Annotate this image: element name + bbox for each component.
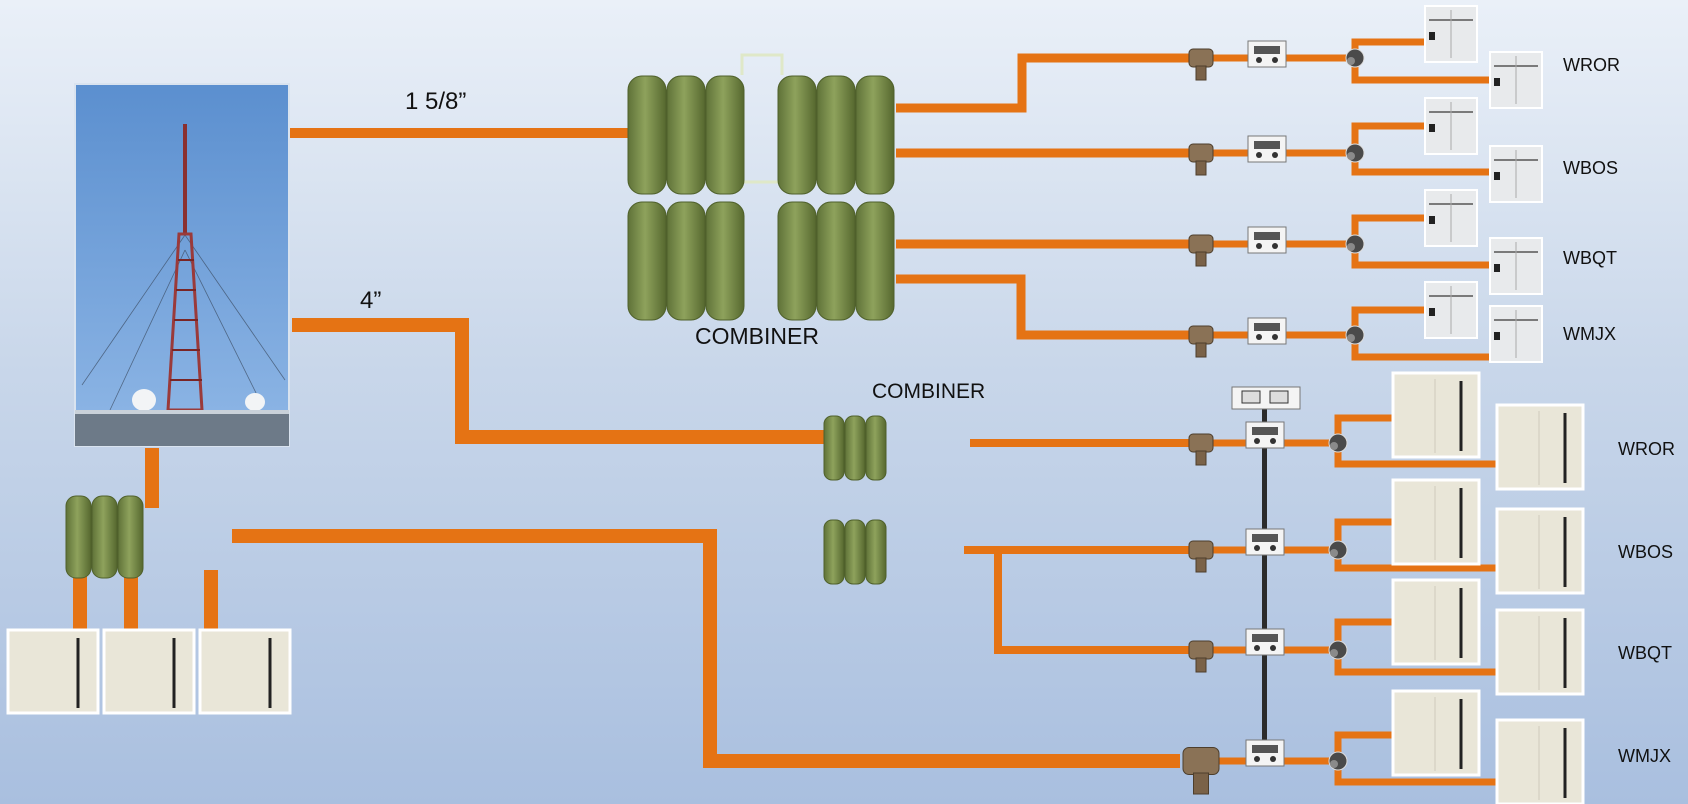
coax-tee-icon bbox=[1189, 541, 1213, 572]
coax-switch-icon bbox=[1329, 752, 1347, 770]
transmitter-cabinet-icon bbox=[1497, 405, 1583, 489]
can-bank-bottom-left bbox=[628, 202, 744, 320]
transmitter-cabinet-icon bbox=[1393, 580, 1479, 664]
coax-tee-icon bbox=[1189, 326, 1213, 357]
coax-tee-icon bbox=[1189, 144, 1213, 175]
transmitter-cabinet-icon bbox=[1393, 480, 1479, 564]
upper-combiner bbox=[628, 55, 894, 320]
coax-switch-icon bbox=[1346, 49, 1364, 67]
coax-switch-icon bbox=[1329, 541, 1347, 559]
coax-switch-icon bbox=[1346, 235, 1364, 253]
transmitter-cabinet-icon bbox=[1490, 146, 1542, 202]
station-label-upper-4: WMJX bbox=[1563, 324, 1616, 345]
station-label-upper-1: WROR bbox=[1563, 55, 1620, 76]
station-label-lower-1: WROR bbox=[1618, 439, 1675, 460]
coax-switch-icon bbox=[1329, 434, 1347, 452]
tower-photo bbox=[75, 84, 289, 446]
cable-label-4in: 4” bbox=[360, 287, 381, 315]
transmitter-cabinet-icon bbox=[1425, 98, 1477, 154]
coax-up-1 bbox=[896, 58, 1195, 108]
station-label-upper-2: WBOS bbox=[1563, 158, 1618, 179]
transmitter-cabinet-icon bbox=[8, 630, 98, 713]
transmitter-cabinet-icon bbox=[1497, 509, 1583, 593]
transmitter-cabinet-icon bbox=[1425, 282, 1477, 338]
transmitter-cabinet-icon bbox=[1393, 373, 1479, 457]
rf-wattmeter-icon bbox=[1232, 387, 1300, 409]
transmitter-cabinet-icon bbox=[1490, 52, 1542, 108]
transmitter-cabinet-icon bbox=[1497, 720, 1583, 804]
monitor-bus bbox=[1262, 400, 1267, 765]
coax-tee-icon bbox=[1189, 641, 1213, 672]
rf-wattmeter-icon bbox=[1248, 227, 1286, 253]
station-label-lower-2: WBOS bbox=[1618, 542, 1673, 563]
transmitter-cabinet-icon bbox=[1490, 238, 1542, 294]
coax-tee-icon bbox=[1189, 235, 1213, 266]
rf-wattmeter-icon bbox=[1246, 529, 1284, 555]
transmitter-cabinet-icon bbox=[1497, 610, 1583, 694]
can-bank-top-left bbox=[628, 76, 744, 194]
rf-wattmeter-icon bbox=[1248, 41, 1286, 67]
station-label-lower-4: WMJX bbox=[1618, 746, 1671, 767]
coax-switch-icon bbox=[1346, 144, 1364, 162]
coax-switch-icon bbox=[1329, 641, 1347, 659]
coax-tee-icon bbox=[1183, 748, 1219, 795]
lower-combiner bbox=[824, 416, 886, 584]
station-label-upper-3: WBQT bbox=[1563, 248, 1617, 269]
can-bank-top-right bbox=[778, 76, 894, 194]
coax-up-4 bbox=[896, 279, 1195, 335]
can-bank-bottom-right bbox=[778, 202, 894, 320]
rf-wattmeter-icon bbox=[1248, 136, 1286, 162]
rf-wattmeter-icon bbox=[1246, 629, 1284, 655]
combiner-label-upper: COMBINER bbox=[695, 323, 819, 350]
rf-wattmeter-icon bbox=[1246, 740, 1284, 766]
station-label-lower-3: WBQT bbox=[1618, 643, 1672, 664]
rf-wattmeter-icon bbox=[1248, 318, 1286, 344]
transmitter-cabinet-icon bbox=[104, 630, 194, 713]
coax-tee-icon bbox=[1189, 49, 1213, 80]
transmitter-cabinet-icon bbox=[200, 630, 290, 713]
aux-transmitters bbox=[8, 630, 290, 713]
aux-combiner bbox=[66, 496, 143, 578]
transmitter-cabinet-icon bbox=[1393, 691, 1479, 775]
transmitter-cabinet-icon bbox=[1425, 6, 1477, 62]
coax-tee-icon bbox=[1189, 434, 1213, 465]
transmitter-cabinet-icon bbox=[1490, 306, 1542, 362]
cable-label-main: 1 5/8” bbox=[405, 88, 466, 116]
coax-switch-icon bbox=[1346, 326, 1364, 344]
transmitter-cabinet-icon bbox=[1425, 190, 1477, 246]
coax-low-3 bbox=[998, 550, 1195, 650]
combiner-label-lower: COMBINER bbox=[872, 380, 985, 404]
rf-wattmeter-icon bbox=[1246, 422, 1284, 448]
